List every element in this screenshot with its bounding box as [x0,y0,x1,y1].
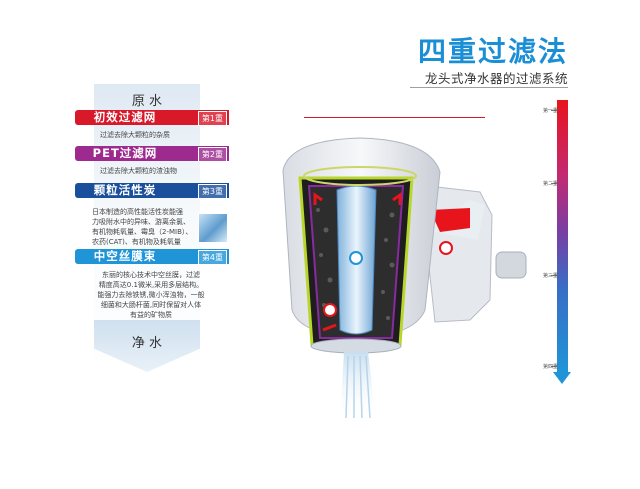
stage-1-bar: 初效过滤网 第1重 [75,110,485,126]
page-title: 四重过滤法 [417,35,568,68]
scale-label-2: 第二重 [542,181,558,187]
scale-label-3: 第三重 [542,273,558,279]
stage-1-name: 初效过滤网 [93,110,157,124]
carbon-granules [316,208,395,320]
clean-water-label: 净 水 [131,336,163,351]
stage-2-name: PET过滤网 [92,146,158,160]
stage-4-tag: 第4重 [197,250,227,265]
stage-1-desc: 过滤去除大颗粒的杂质 [100,131,170,139]
stage-3: 颗粒活性炭 第3重 日本制造的高性能活性炭能强 力吸附水中的异味、游离余氯、 有… [0,183,640,303]
flow-arrows [313,192,453,332]
stage-4-desc: 东丽的核心技术中空丝膜，过滤 精度高达0.1微米,采用多层结构。 能强力去除铁锈… [97,271,205,319]
stage-3-tag: 第3重 [197,184,227,199]
stage-3-bar: 颗粒活性炭 第3重 [75,183,373,199]
stage-scale-bar [557,100,568,372]
top-rim [303,166,417,186]
scale-tick-3 [551,275,557,276]
stage-3-desc: 日本制造的高性能活性炭能强 力吸附水中的异味、游离余氯、 有机物耗氧量、霉臭（2… [92,208,193,246]
bottom-rim [310,338,402,354]
stage-scale-arrow [553,372,571,384]
page-subtitle: 龙头式净水器的过滤系统 [424,71,568,86]
stage-2-tag: 第2重 [197,147,227,162]
stage-4: 中空丝膜束 第4重 东丽的核心技术中空丝膜，过滤 精度高达0.1微米,采用多层结… [0,249,640,369]
water-stream [340,352,376,420]
stage-4-name: 中空丝膜束 [93,249,157,263]
carbon-swatch [198,213,228,243]
stage-1: 初效过滤网 第1重 过滤去除大颗粒的杂质 [0,110,640,230]
raw-water-label: 原 水 [131,94,163,109]
stage-2-desc: 过滤去除大颗粒的渣浊物 [100,167,177,175]
scale-tick-2 [551,183,557,184]
stage-1-tag: 第1重 [197,111,227,126]
faucet-connector [419,184,527,323]
title-rule [410,87,568,88]
stage-2: PET过滤网 第2重 过滤去除大颗粒的渣浊物 [0,146,640,266]
stage-1-leader [304,117,485,118]
scale-label-1: 第一重 [542,108,558,114]
stage-3-name: 颗粒活性炭 [93,183,157,197]
scale-tick-4 [551,366,557,367]
scale-label-4: 第四重 [542,364,558,370]
scale-tick-1 [551,110,557,111]
stage-4-bar: 中空丝膜束 第4重 [75,249,420,265]
stream-lines [345,355,371,419]
stage-2-bar: PET过滤网 第2重 [75,146,376,162]
